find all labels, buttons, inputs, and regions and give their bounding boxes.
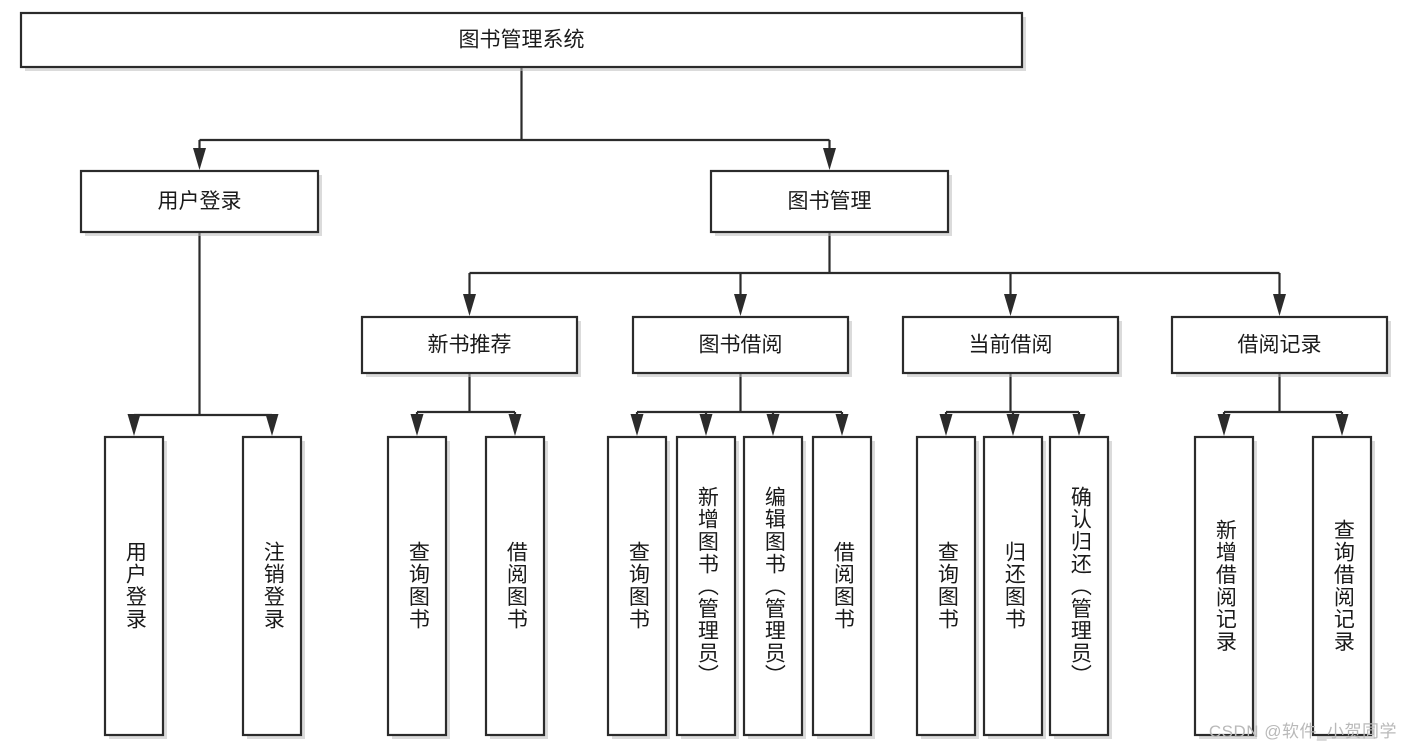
node-box[interactable] <box>1311 435 1373 737</box>
connector-arrowhead <box>265 414 279 436</box>
node-leaf-rec-borrow[interactable] <box>484 435 548 739</box>
node-box[interactable] <box>631 315 850 375</box>
connector-arrowhead <box>463 294 476 316</box>
connector-arrowhead <box>1004 294 1017 316</box>
connector-arrowhead <box>734 294 747 316</box>
connector-arrowhead <box>1217 414 1231 436</box>
node-user-login[interactable]: 用户登录 <box>79 169 322 236</box>
connector-arrowhead <box>939 414 953 436</box>
node-box[interactable] <box>742 435 804 737</box>
node-label: 图书管理系统 <box>459 29 585 52</box>
node-root[interactable]: 图书管理系统 <box>19 11 1026 71</box>
node-box[interactable] <box>1048 435 1110 737</box>
connector-arrowhead <box>1273 294 1286 316</box>
node-leaf-rec-query[interactable] <box>386 435 450 739</box>
node-label: 借阅记录 <box>1238 334 1322 357</box>
connector-arrowhead <box>508 414 522 436</box>
node-box[interactable] <box>241 435 303 737</box>
node-box[interactable] <box>79 169 320 234</box>
connector-arrowhead <box>766 414 780 436</box>
connector-arrowhead <box>1006 414 1020 436</box>
node-box[interactable] <box>606 435 668 737</box>
node-leaf-borrow-add[interactable] <box>675 435 739 739</box>
node-borrow-record[interactable]: 借阅记录 <box>1170 315 1391 377</box>
connectors-layer <box>127 67 1349 436</box>
connector-arrowhead <box>630 414 644 436</box>
connector-arrowhead <box>1335 414 1349 436</box>
node-box[interactable] <box>982 435 1044 737</box>
node-box[interactable] <box>484 435 546 737</box>
node-box[interactable] <box>103 435 165 737</box>
node-new-book-rec[interactable]: 新书推荐 <box>360 315 581 377</box>
node-book-manage[interactable]: 图书管理 <box>709 169 952 236</box>
node-box[interactable] <box>709 169 950 234</box>
connector-arrowhead <box>1072 414 1086 436</box>
connector-arrowhead <box>823 148 836 170</box>
node-current-borrow[interactable]: 当前借阅 <box>901 315 1122 377</box>
node-leaf-cur-return[interactable] <box>982 435 1046 739</box>
connector-arrowhead <box>193 148 206 170</box>
node-label: 用户登录 <box>158 190 242 213</box>
node-leaf-user-logout[interactable] <box>241 435 305 739</box>
node-label: 当前借阅 <box>969 334 1053 357</box>
node-box[interactable] <box>19 11 1024 69</box>
node-box[interactable] <box>901 315 1120 375</box>
node-box[interactable] <box>811 435 873 737</box>
node-leaf-cur-query[interactable] <box>915 435 979 739</box>
node-box[interactable] <box>386 435 448 737</box>
node-box[interactable] <box>675 435 737 737</box>
node-leaf-borrow-query[interactable] <box>606 435 670 739</box>
node-box[interactable] <box>915 435 977 737</box>
node-leaf-borrow-lend[interactable] <box>811 435 875 739</box>
node-leaf-cur-confirm[interactable] <box>1048 435 1112 739</box>
node-leaf-user-login[interactable] <box>103 435 167 739</box>
node-box[interactable] <box>1193 435 1255 737</box>
connector-arrowhead <box>835 414 849 436</box>
node-leaf-rec-search[interactable] <box>1311 435 1375 739</box>
node-box[interactable] <box>1170 315 1389 375</box>
connector-arrowhead <box>127 414 141 436</box>
node-label: 新书推荐 <box>428 334 512 357</box>
node-leaf-borrow-edit[interactable] <box>742 435 806 739</box>
node-label: 图书借阅 <box>699 334 783 357</box>
node-book-borrow[interactable]: 图书借阅 <box>631 315 852 377</box>
connector-arrowhead <box>410 414 424 436</box>
node-box[interactable] <box>360 315 579 375</box>
node-label: 图书管理 <box>788 190 872 213</box>
node-leaf-rec-add[interactable] <box>1193 435 1257 739</box>
connector-arrowhead <box>699 414 713 436</box>
